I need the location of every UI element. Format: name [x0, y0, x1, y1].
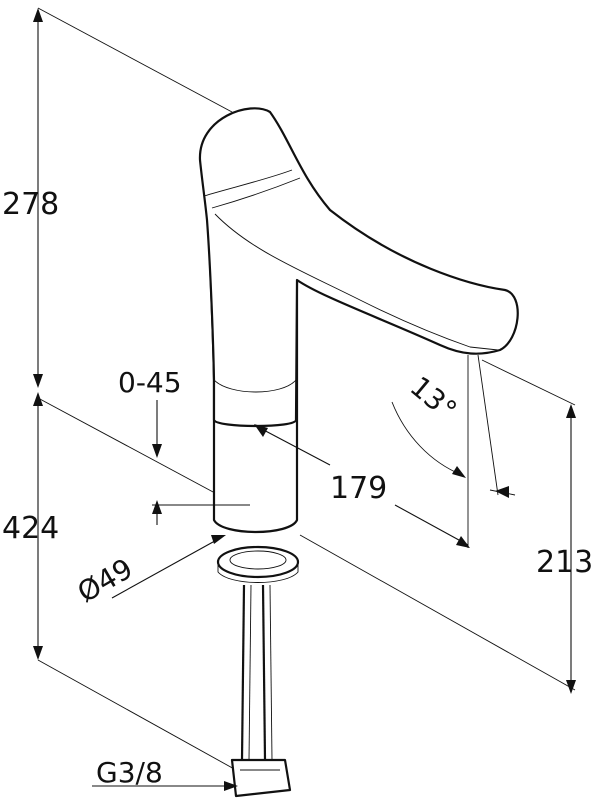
- lever-range-marker: [152, 400, 250, 525]
- connection-leader: [92, 781, 238, 791]
- diameter-leader: [111, 535, 226, 599]
- label-lower-height: 424: [2, 511, 59, 546]
- left-dimension-lines: [33, 7, 246, 776]
- label-total-height: 278: [2, 187, 59, 222]
- label-connection: G3/8: [96, 756, 163, 789]
- label-spout-reach: 179: [330, 471, 387, 506]
- spout-angle-arc: [391, 401, 516, 498]
- spout-reach-dimension: [254, 424, 576, 691]
- label-lever-range: 0-45: [118, 366, 182, 399]
- faucet-body: [198, 107, 519, 798]
- label-spout-height: 213: [536, 545, 593, 580]
- label-base-diameter: Ø49: [72, 552, 138, 609]
- label-spout-angle: 13°: [404, 370, 463, 427]
- spout-height-dimension: [467, 354, 576, 694]
